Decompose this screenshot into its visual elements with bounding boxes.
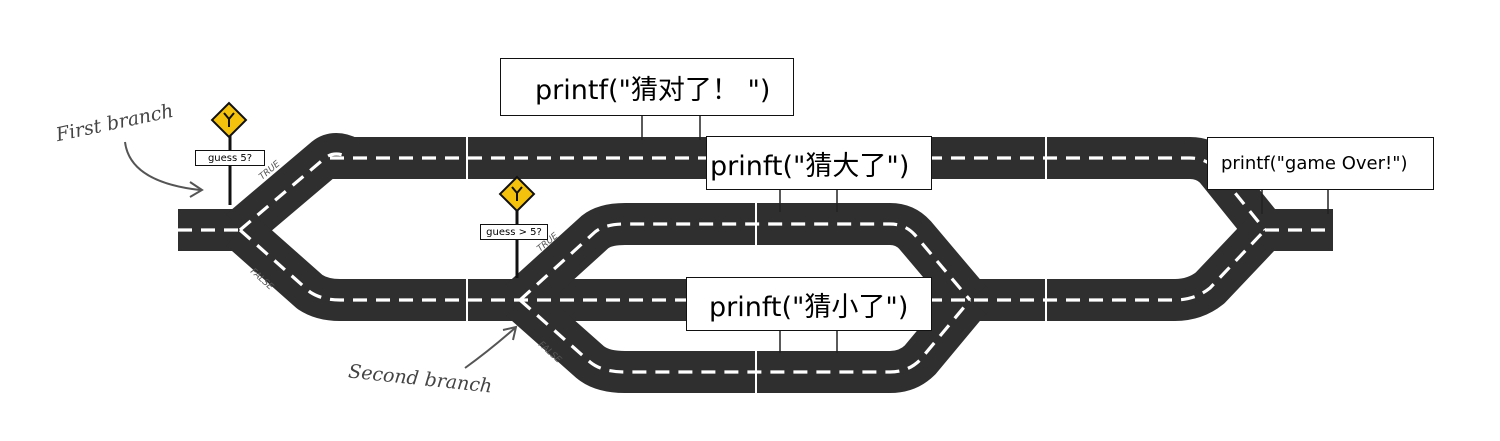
second-branch-sign [498,175,536,278]
lane-second-true [518,222,972,302]
lane-second-false [518,298,972,374]
second-condition-sign: guess > 5? [480,224,548,240]
outcome-game-over-text: printf("game Over!") [1221,153,1408,174]
outcome-game-over-box: printf("game Over!") [1207,137,1434,190]
outcome-correct-text: printf("猜对了！ ") [535,74,771,106]
outcome-too-big-box: prinft("猜大了") [706,136,932,190]
callout-ticks [641,116,1329,353]
first-branch-sign [210,101,248,205]
outcome-too-small-box: prinft("猜小了") [686,277,932,331]
first-condition-sign: guess 5? [195,150,265,166]
curved-arrow-icon [464,327,516,369]
outcome-too-small-text: prinft("猜小了") [709,291,909,323]
outcome-correct-box: printf("猜对了！ ") [500,58,794,116]
tile-seams [466,134,1047,396]
outcome-too-big-text: prinft("猜大了") [710,150,910,182]
curved-arrow-icon [124,141,201,191]
